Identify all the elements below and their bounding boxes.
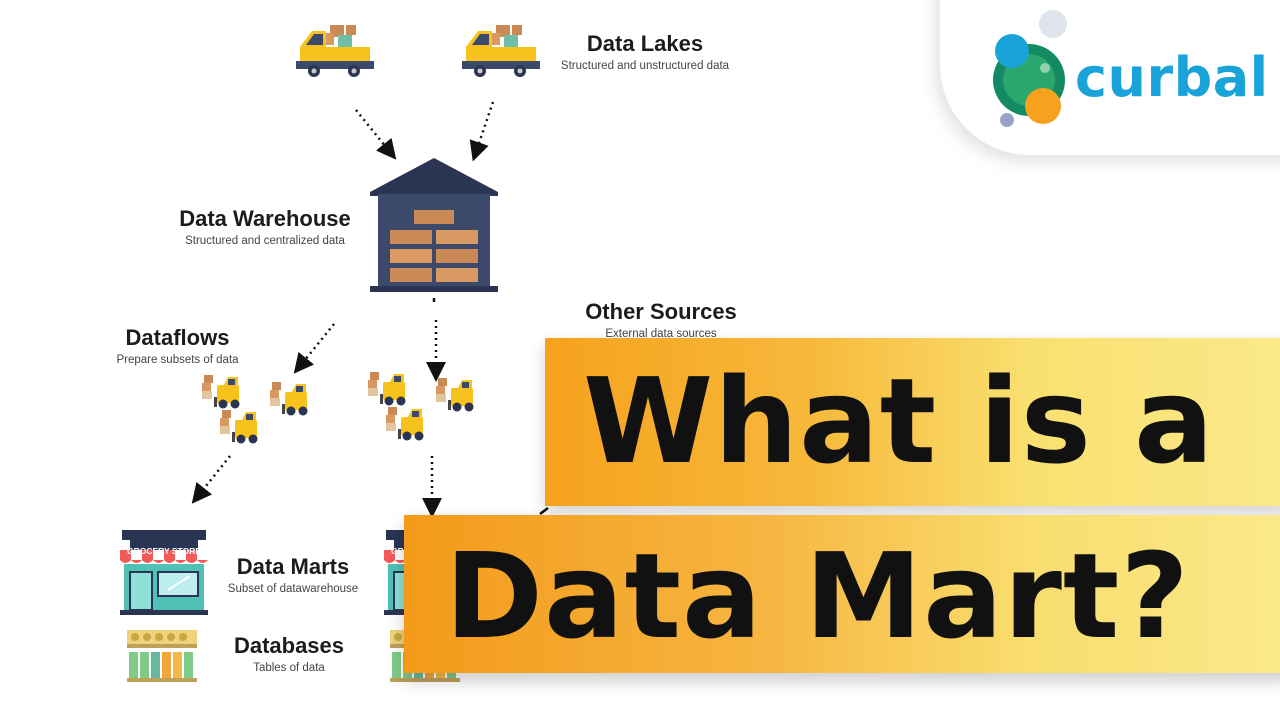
node-title: Data Warehouse (179, 206, 351, 231)
node-data-warehouse: Data Warehouse Structured and centralize… (160, 206, 370, 247)
store-sign: GROCERY STORE (127, 546, 201, 556)
forklift-icon (386, 407, 424, 441)
warehouse-icon (370, 158, 498, 292)
node-databases: Databases Tables of data (214, 633, 364, 674)
grocery-store-icon (119, 529, 209, 616)
flow-arrow (355, 109, 397, 160)
forklift-icon (202, 375, 240, 409)
delivery-truck-icon (296, 25, 374, 77)
headline-line-1: What is a (583, 352, 1215, 490)
delivery-truck-icon (462, 25, 540, 77)
node-subtitle: External data sources (605, 328, 717, 340)
node-subtitle: Subset of datawarehouse (227, 583, 359, 595)
flow-arrow (191, 455, 231, 504)
node-other-sources: Other Sources External data sources (570, 299, 752, 340)
forklift-icon (220, 410, 258, 444)
node-title: Databases (233, 633, 345, 658)
headline-banner-top (545, 338, 1280, 506)
flow-arrow (293, 323, 335, 374)
flow-arrow (469, 101, 495, 162)
logo-text: curbal (1075, 46, 1269, 109)
forklift-icon (270, 382, 308, 416)
node-data-lakes: Data Lakes Structured and unstructured d… (550, 31, 740, 72)
node-subtitle: Structured and unstructured data (560, 60, 730, 72)
flow-arrow (539, 507, 549, 515)
node-title: Dataflows (125, 325, 230, 350)
shelf-icon (127, 630, 197, 682)
forklift-icon (436, 378, 474, 412)
node-subtitle: Tables of data (253, 662, 325, 674)
node-subtitle: Structured and centralized data (185, 235, 345, 247)
forklift-icon (368, 372, 406, 406)
node-dataflows: Dataflows Prepare subsets of data (90, 325, 265, 366)
node-data-marts: Data Marts Subset of datawarehouse (218, 554, 368, 595)
node-title: Data Lakes (586, 31, 704, 56)
node-title: Other Sources (585, 299, 737, 324)
curbal-logo-icon (993, 10, 1067, 127)
node-subtitle: Prepare subsets of data (116, 354, 239, 366)
headline-line-2: Data Mart? (445, 527, 1190, 665)
node-title: Data Marts (236, 554, 350, 579)
headline-banner-bottom (404, 515, 1280, 673)
